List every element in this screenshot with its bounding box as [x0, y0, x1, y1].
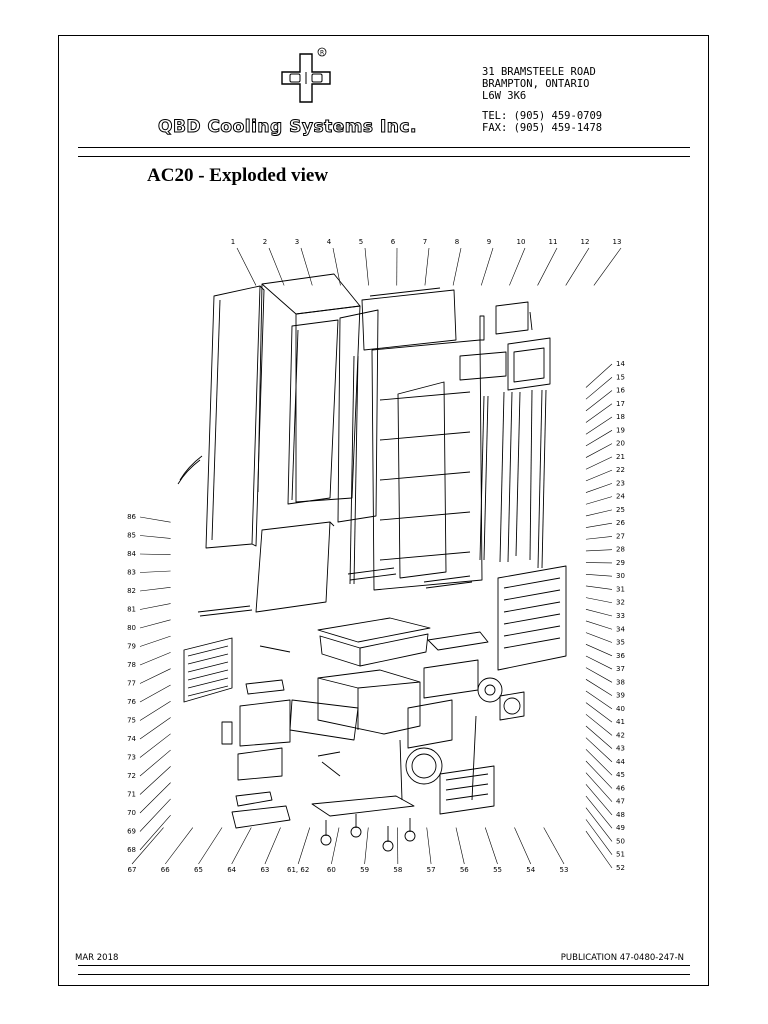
header-rule-top — [78, 147, 690, 148]
page-frame — [58, 35, 709, 986]
address-line-1: 31 BRAMSTEELE ROAD — [482, 66, 596, 78]
company-name: QBD Cooling Systems Inc. — [158, 117, 417, 138]
footer-publication: PUBLICATION 47-0480-247-N — [560, 953, 684, 963]
footer-rule-top — [78, 965, 690, 966]
address-line-2: BRAMPTON, ONTARIO — [482, 78, 590, 90]
svg-text:R: R — [320, 50, 324, 57]
address-line-3: L6W 3K6 — [482, 90, 527, 102]
company-logo: R — [280, 44, 340, 114]
footer-rule-bottom — [78, 974, 690, 975]
telephone: TEL: (905) 459-0709 — [482, 110, 603, 122]
footer-date: MAR 2018 — [75, 953, 119, 963]
header-rule-bottom — [78, 156, 690, 157]
fax: FAX: (905) 459-1478 — [482, 122, 603, 134]
page-title: AC20 - Exploded view — [147, 165, 329, 186]
